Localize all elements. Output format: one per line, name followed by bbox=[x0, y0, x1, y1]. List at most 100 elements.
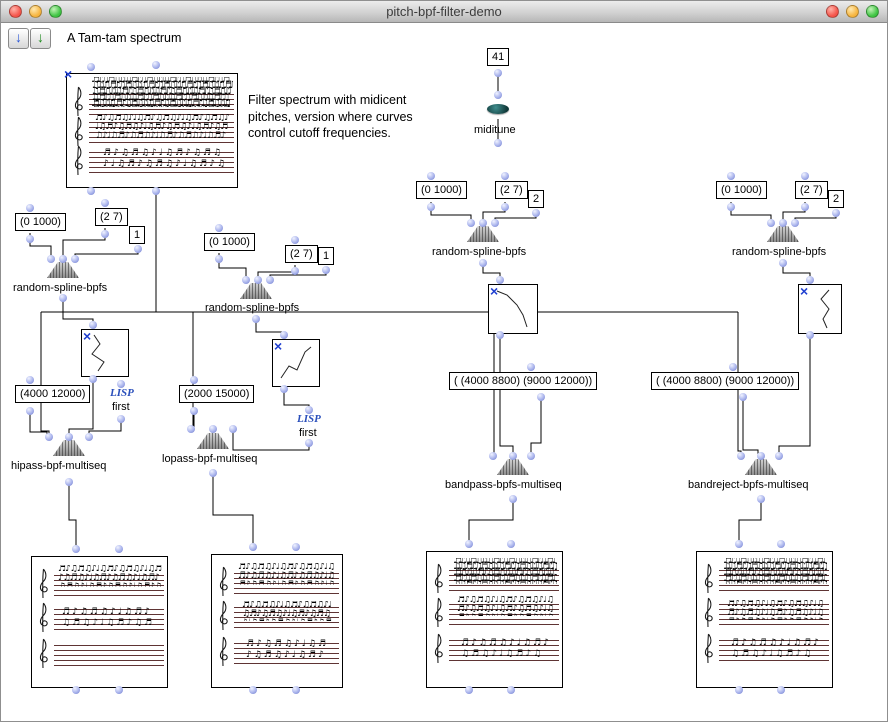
inlet-outlet-port[interactable] bbox=[806, 331, 814, 339]
inlet-outlet-port[interactable] bbox=[496, 331, 504, 339]
inlet-outlet-port[interactable] bbox=[280, 385, 288, 393]
inlet-outlet-port[interactable] bbox=[479, 259, 487, 267]
range-box-0-1000[interactable]: (0 1000) bbox=[416, 181, 467, 199]
patch-title-comment[interactable]: A Tam-tam spectrum bbox=[67, 31, 182, 45]
inlet-outlet-port[interactable] bbox=[26, 235, 34, 243]
inlet-outlet-port[interactable] bbox=[305, 406, 313, 414]
inlet-outlet-port[interactable] bbox=[101, 230, 109, 238]
inlet-outlet-port[interactable] bbox=[305, 439, 313, 447]
range-box-2-7[interactable]: (2 7) bbox=[285, 245, 318, 263]
inlet-outlet-port[interactable] bbox=[242, 276, 250, 284]
bandpass-ranges-box[interactable]: ( (4000 8800) (9000 12000)) bbox=[449, 372, 598, 390]
inlet-outlet-port[interactable] bbox=[209, 469, 217, 477]
inlet-outlet-port[interactable] bbox=[427, 203, 435, 211]
inlet-outlet-port[interactable] bbox=[59, 255, 67, 263]
inlet-outlet-port[interactable] bbox=[777, 540, 785, 548]
bandreject-ranges-box[interactable]: ( (4000 8800) (9000 12000)) bbox=[651, 372, 800, 390]
inlet-outlet-port[interactable] bbox=[791, 219, 799, 227]
zoom-button[interactable] bbox=[49, 5, 62, 18]
inlet-outlet-port[interactable] bbox=[117, 380, 125, 388]
inlet-outlet-port[interactable] bbox=[45, 433, 53, 441]
inlet-outlet-port[interactable] bbox=[72, 545, 80, 553]
inlet-outlet-port[interactable] bbox=[501, 172, 509, 180]
inlet-outlet-port[interactable] bbox=[832, 209, 840, 217]
inlet-outlet-port[interactable] bbox=[494, 69, 502, 77]
inlet-outlet-port[interactable] bbox=[115, 545, 123, 553]
inlet-outlet-port[interactable] bbox=[280, 331, 288, 339]
inlet-outlet-port[interactable] bbox=[537, 393, 545, 401]
inlet-outlet-port[interactable] bbox=[727, 172, 735, 180]
inlet-outlet-port[interactable] bbox=[494, 91, 502, 99]
inlet-outlet-port[interactable] bbox=[115, 686, 123, 694]
minimize-button-right[interactable] bbox=[846, 5, 859, 18]
hipass-filter-label[interactable]: hipass-bpf-multiseq bbox=[11, 460, 107, 472]
bpf-preview-box[interactable] bbox=[81, 329, 129, 377]
inlet-outlet-port[interactable] bbox=[87, 187, 95, 195]
inlet-outlet-port[interactable] bbox=[527, 363, 535, 371]
inlet-outlet-port[interactable] bbox=[134, 245, 142, 253]
inlet-outlet-port[interactable] bbox=[117, 415, 125, 423]
inlet-outlet-port[interactable] bbox=[291, 267, 299, 275]
inlet-outlet-port[interactable] bbox=[465, 540, 473, 548]
inlet-outlet-port[interactable] bbox=[427, 172, 435, 180]
range-box-2-7[interactable]: (2 7) bbox=[95, 208, 128, 226]
bpf-preview-box[interactable] bbox=[488, 284, 538, 334]
inlet-outlet-port[interactable] bbox=[735, 686, 743, 694]
inlet-outlet-port[interactable] bbox=[152, 187, 160, 195]
inlet-outlet-port[interactable] bbox=[509, 495, 517, 503]
close-button-right[interactable] bbox=[826, 5, 839, 18]
score-box-hipass-result[interactable]: ♬♪♫♬♫♪♩♫♬♪♫♬♫♪♩♫♬♪♫♬♫♪♩♫♬♪♫♬♫♪♩♫♬♪♫♬♫♪♩♫… bbox=[31, 556, 168, 688]
inlet-outlet-port[interactable] bbox=[735, 540, 743, 548]
score-box-bandpass-result[interactable]: ♬♪♫♬♫♪♩♫♬♪♫♬♫♪♩♫♬♪♫♬♫♪♩♫♬♪♫♬♫♪♩♫♬♪♫♬♫♪♩♫… bbox=[426, 551, 563, 688]
range-box-2-7[interactable]: (2 7) bbox=[495, 181, 528, 199]
bpf-preview-box[interactable] bbox=[272, 339, 320, 387]
inlet-outlet-port[interactable] bbox=[801, 203, 809, 211]
inlet-outlet-port[interactable] bbox=[190, 407, 198, 415]
inlet-outlet-port[interactable] bbox=[85, 433, 93, 441]
inlet-outlet-port[interactable] bbox=[507, 540, 515, 548]
inlet-outlet-port[interactable] bbox=[266, 276, 274, 284]
inlet-outlet-port[interactable] bbox=[26, 407, 34, 415]
random-spline-bpfs-label[interactable]: random-spline-bpfs bbox=[432, 246, 527, 258]
inlet-outlet-port[interactable] bbox=[215, 224, 223, 232]
miditune-icon[interactable] bbox=[487, 104, 509, 114]
inlet-outlet-port[interactable] bbox=[491, 219, 499, 227]
inlet-outlet-port[interactable] bbox=[489, 452, 497, 460]
inlet-outlet-port[interactable] bbox=[779, 259, 787, 267]
inlet-outlet-port[interactable] bbox=[229, 425, 237, 433]
inlet-outlet-port[interactable] bbox=[65, 433, 73, 441]
lisp-logo[interactable]: LISP bbox=[110, 387, 134, 399]
inlet-outlet-port[interactable] bbox=[292, 686, 300, 694]
hipass-range-box[interactable]: (4000 12000) bbox=[15, 385, 91, 403]
inlet-outlet-port[interactable] bbox=[249, 543, 257, 551]
lisp-logo[interactable]: LISP bbox=[297, 413, 321, 425]
inlet-outlet-port[interactable] bbox=[757, 452, 765, 460]
random-spline-bpfs-label[interactable]: random-spline-bpfs bbox=[13, 282, 108, 294]
order-box-1[interactable]: 1 bbox=[129, 226, 146, 244]
order-box-2[interactable]: 2 bbox=[828, 190, 845, 208]
inlet-outlet-port[interactable] bbox=[494, 139, 502, 147]
range-box-0-1000[interactable]: (0 1000) bbox=[15, 213, 66, 231]
midicent-value-box[interactable]: 41 bbox=[487, 48, 510, 66]
inlet-outlet-port[interactable] bbox=[496, 276, 504, 284]
green-down-arrow-button[interactable]: ↓ bbox=[30, 28, 51, 49]
inlet-outlet-port[interactable] bbox=[187, 425, 195, 433]
first-function-label[interactable]: first bbox=[299, 427, 317, 439]
inlet-outlet-port[interactable] bbox=[152, 61, 160, 69]
patch-description-comment[interactable]: Filter spectrum with midicent pitches, v… bbox=[248, 93, 413, 140]
inlet-outlet-port[interactable] bbox=[249, 686, 257, 694]
inlet-outlet-port[interactable] bbox=[757, 495, 765, 503]
inlet-outlet-port[interactable] bbox=[507, 686, 515, 694]
lopass-range-box[interactable]: (2000 15000) bbox=[179, 385, 255, 403]
random-spline-bpfs-label[interactable]: random-spline-bpfs bbox=[732, 246, 827, 258]
inlet-outlet-port[interactable] bbox=[190, 376, 198, 384]
inlet-outlet-port[interactable] bbox=[467, 219, 475, 227]
zoom-button-right[interactable] bbox=[866, 5, 879, 18]
inlet-outlet-port[interactable] bbox=[777, 686, 785, 694]
lock-x-icon[interactable]: × bbox=[83, 328, 92, 344]
order-box-1[interactable]: 1 bbox=[318, 247, 335, 265]
bandreject-filter-label[interactable]: bandreject-bpfs-multiseq bbox=[688, 479, 809, 491]
inlet-outlet-port[interactable] bbox=[501, 203, 509, 211]
inlet-outlet-port[interactable] bbox=[87, 63, 95, 71]
inlet-outlet-port[interactable] bbox=[26, 204, 34, 212]
